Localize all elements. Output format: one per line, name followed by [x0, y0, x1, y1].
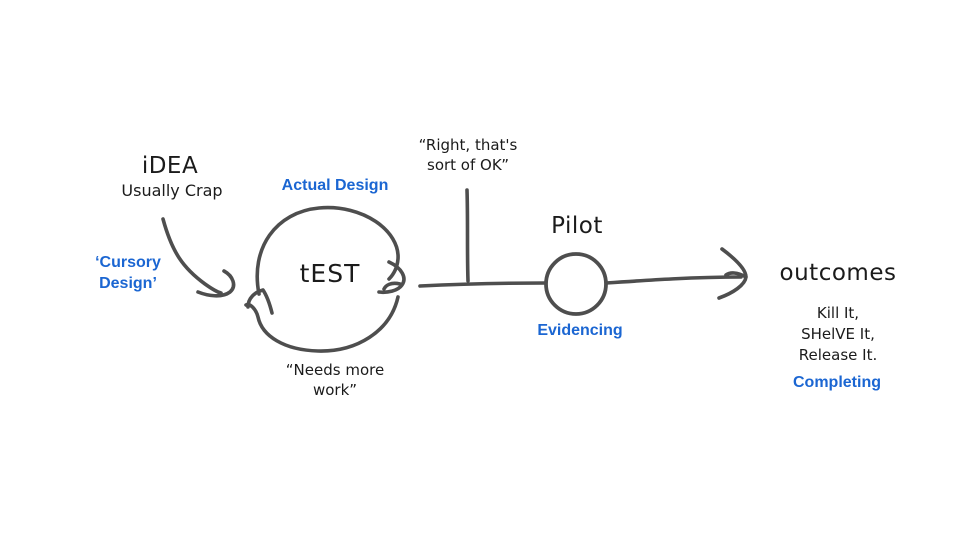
needs-more-work-quote: “Needs more work”: [285, 361, 385, 399]
outcomes-title: outcomes: [779, 260, 897, 286]
flow-arrowhead-icon: [717, 247, 748, 300]
test-loop-circle: [255, 205, 400, 296]
pilot-label: Pilot: [551, 213, 603, 239]
callout-tick-line: [465, 188, 470, 283]
evidencing-label: Evidencing: [537, 322, 623, 339]
outcomes-options: Kill It, SHelVE It, Release It.: [798, 304, 878, 364]
test-label: tEST: [299, 259, 361, 288]
idea-subtitle: Usually Crap: [121, 181, 223, 200]
test-loop-arrowhead-left-icon: [246, 288, 274, 315]
idea-arrow: [161, 217, 223, 295]
test-loop-arrowhead-right-icon: [377, 260, 406, 295]
test-loop-return: [244, 295, 400, 353]
sort-of-ok-quote: “Right, that's sort of OK”: [418, 136, 518, 174]
cursory-design-label: ‘Cursory Design’: [95, 254, 161, 292]
idea-title: iDEA: [141, 153, 199, 179]
pilot-circle: [544, 252, 608, 316]
flow-line-right: [604, 275, 743, 285]
flow-line-left: [418, 281, 548, 288]
completing-label: Completing: [793, 374, 881, 391]
idea-arrowhead-icon: [196, 269, 236, 298]
actual-design-label: Actual Design: [281, 177, 389, 194]
